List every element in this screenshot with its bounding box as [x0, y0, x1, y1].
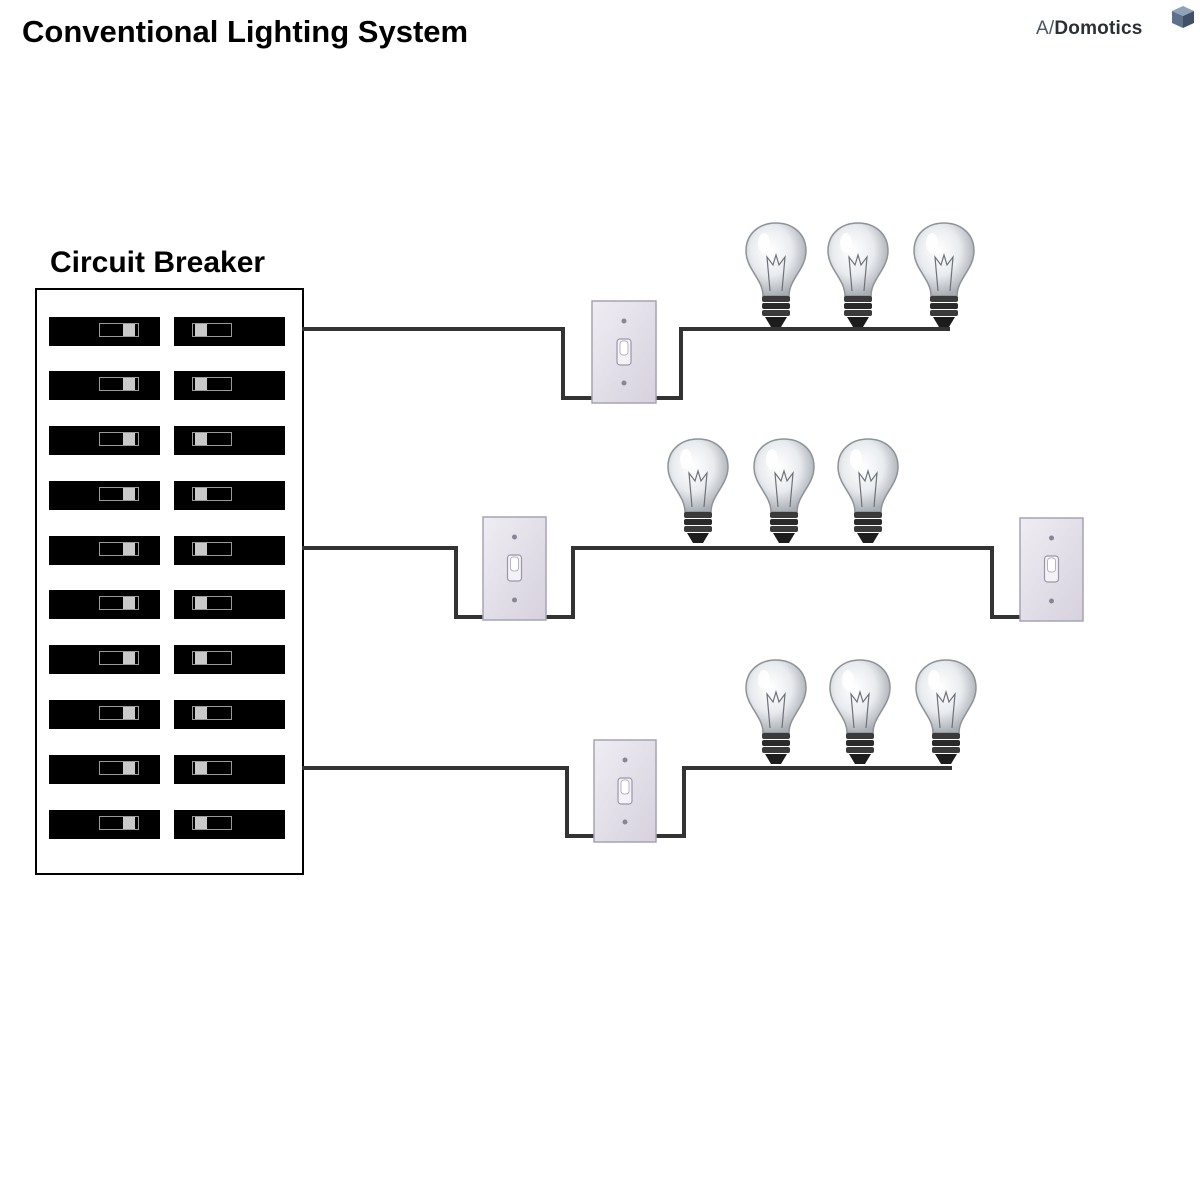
breaker[interactable] — [49, 481, 160, 510]
breaker[interactable] — [174, 426, 285, 455]
light-switch[interactable] — [482, 516, 547, 621]
circuit-2 — [302, 438, 1084, 622]
light-bulb-icon — [745, 659, 807, 765]
wire — [656, 766, 952, 838]
breaker[interactable] — [49, 536, 160, 565]
light-bulb-icon — [829, 659, 891, 765]
breaker[interactable] — [49, 371, 160, 400]
circuit-3 — [302, 659, 977, 843]
breaker[interactable] — [174, 317, 285, 346]
breaker[interactable] — [49, 755, 160, 784]
light-bulb-icon — [753, 438, 815, 544]
breaker[interactable] — [174, 755, 285, 784]
light-bulb-icon — [913, 222, 975, 328]
breaker[interactable] — [49, 317, 160, 346]
wire — [302, 766, 594, 838]
breaker[interactable] — [174, 536, 285, 565]
light-bulb-icon — [745, 222, 807, 328]
breaker[interactable] — [174, 700, 285, 729]
light-bulb-icon — [915, 659, 977, 765]
light-bulb-icon — [837, 438, 899, 544]
panel-label: Circuit Breaker — [50, 246, 266, 279]
breaker[interactable] — [49, 645, 160, 674]
wire — [302, 327, 592, 400]
light-bulb-icon — [667, 438, 729, 544]
breaker[interactable] — [49, 700, 160, 729]
diagram-title: Conventional Lighting System — [22, 14, 469, 49]
circuit-1 — [302, 222, 975, 404]
light-bulb-icon — [827, 222, 889, 328]
breaker[interactable] — [49, 426, 160, 455]
logo-name: Domotics — [1054, 18, 1143, 39]
breaker[interactable] — [174, 371, 285, 400]
cube-icon — [1172, 6, 1194, 28]
logo-prefix: A/ — [1036, 18, 1055, 39]
circuit-breaker-panel — [35, 288, 304, 875]
logo: A/Domotics — [1036, 4, 1196, 44]
wire — [302, 546, 483, 619]
wire — [546, 546, 1020, 619]
breaker[interactable] — [49, 810, 160, 839]
breaker[interactable] — [174, 481, 285, 510]
light-switch[interactable] — [1019, 517, 1084, 622]
light-switch[interactable] — [591, 300, 657, 404]
breaker[interactable] — [174, 590, 285, 619]
wire — [656, 327, 950, 400]
light-switch[interactable] — [593, 739, 657, 843]
breaker[interactable] — [49, 590, 160, 619]
breaker[interactable] — [174, 645, 285, 674]
breaker[interactable] — [174, 810, 285, 839]
